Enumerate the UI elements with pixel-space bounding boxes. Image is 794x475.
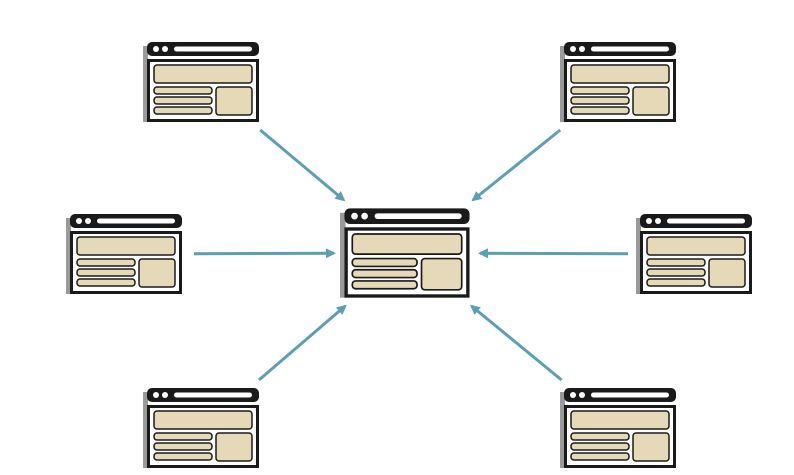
arrow-bottom-right-to-center xyxy=(469,304,563,382)
window-center-hub xyxy=(340,206,474,300)
arrow-top-left-to-center xyxy=(259,128,346,202)
browser-window-icon xyxy=(340,208,470,298)
window-top-right xyxy=(560,42,680,122)
arrow-top-right-to-center xyxy=(471,128,562,202)
window-top-left xyxy=(143,42,263,122)
arrow-middle-right-to-center xyxy=(478,248,629,259)
browser-window-icon xyxy=(66,214,182,294)
arrow-bottom-left-to-center xyxy=(257,304,347,382)
browser-window-icon xyxy=(560,388,676,468)
window-bottom-right xyxy=(560,388,680,468)
browser-window-icon xyxy=(143,42,259,122)
window-bottom-left xyxy=(143,388,263,468)
window-middle-left xyxy=(66,214,186,294)
browser-window-icon xyxy=(636,214,752,294)
window-middle-right xyxy=(636,214,756,294)
browser-window-icon xyxy=(143,388,259,468)
browser-window-icon xyxy=(560,42,676,122)
